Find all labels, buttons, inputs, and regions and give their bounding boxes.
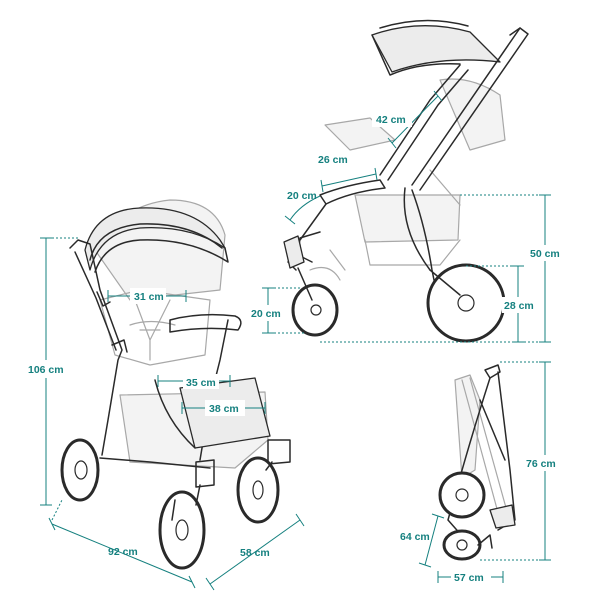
stroller-side-view [283,19,529,343]
label-seat-length: 26 cm [318,154,348,166]
label-folded-depth: 64 cm [400,531,430,543]
label-footrest-length: 20 cm [287,190,317,202]
label-base-width: 58 cm [240,547,270,559]
stroller-front-view [60,199,291,570]
label-seat-width: 31 cm [134,291,164,303]
label-front-wheel: 20 cm [251,308,281,320]
stroller-folded-view [438,364,516,561]
label-seat-depth: 35 cm [186,377,216,389]
label-folded-length: 57 cm [454,572,484,584]
label-base-length: 92 cm [108,546,138,558]
label-backrest-length: 42 cm [376,114,406,126]
label-left-height: 106 cm [28,364,64,376]
label-side-height: 50 cm [530,248,560,260]
label-folded-height: 76 cm [526,458,556,470]
label-footrest-width: 38 cm [209,403,239,415]
label-rear-wheel: 28 cm [504,300,534,312]
